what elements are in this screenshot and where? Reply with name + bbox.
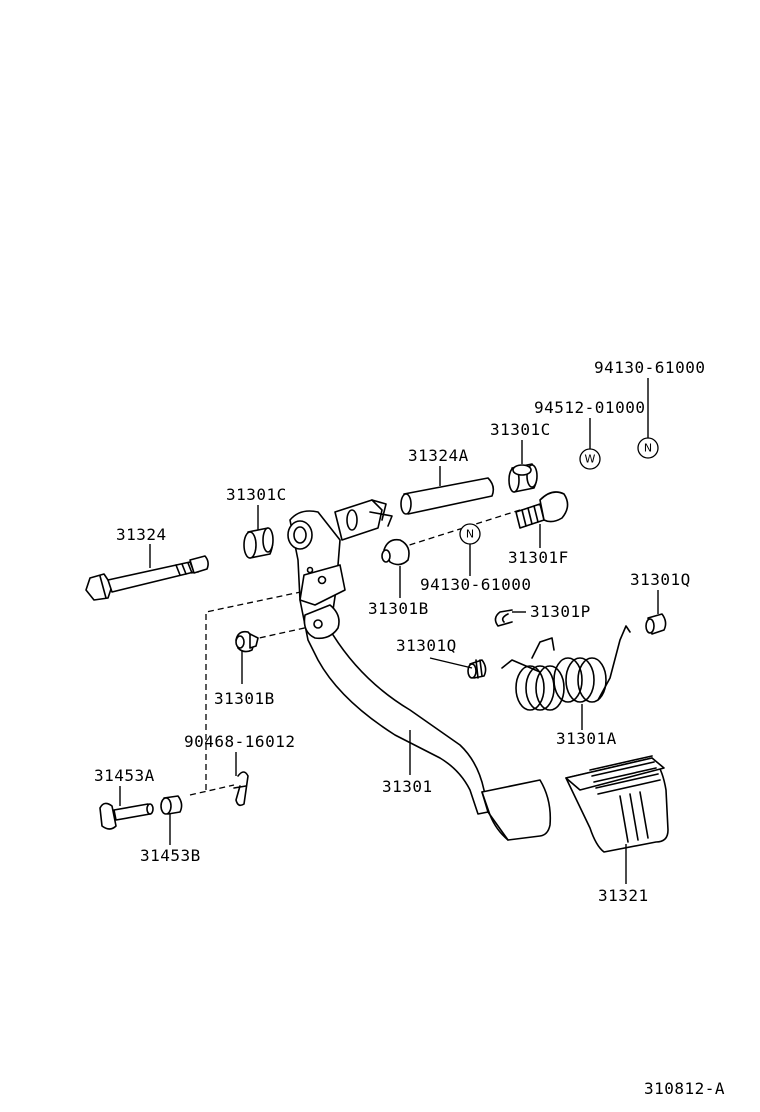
label-31301B-bottom: 31301B [214,689,275,708]
washer-symbol: W [579,448,601,470]
label-94512-01000: 94512-01000 [534,398,645,417]
part-labels: 94130-61000 94512-01000 31301C 31324A 31… [94,358,725,1098]
label-31301A: 31301A [556,729,617,748]
shaft-31324A-icon [400,477,495,515]
label-31301Q-left: 31301Q [396,636,457,655]
cushion-31301B-bottom-icon [235,630,259,653]
diagram-code: 310812-A [644,1079,725,1098]
label-31301F: 31301F [508,548,569,567]
assembly-dashed-lines [189,509,521,796]
label-31453B: 31453B [140,846,201,865]
label-31324A: 31324A [408,446,469,465]
return-spring-31301A-icon [501,625,631,711]
leader-lines [119,378,659,884]
bushing-31301C-right-icon [508,463,538,493]
nut-symbol-top: N [637,437,659,459]
nut-symbol-mid: N [459,523,481,545]
label-31453A: 31453A [94,766,155,785]
label-31324: 31324 [116,525,167,544]
label-31301B-top: 31301B [368,599,429,618]
bolt-31324-icon [85,555,209,601]
pin-clip-90468-16012-icon [233,771,249,807]
label-31301: 31301 [382,777,433,796]
label-31301C-right: 31301C [490,420,551,439]
clip-31301P-icon [494,609,513,627]
label-90468-16012: 90468-16012 [184,732,295,751]
label-94130-61000-top: 94130-61000 [594,358,705,377]
label-31301C-left: 31301C [226,485,287,504]
label-31321: 31321 [598,886,649,905]
pedal-arm-31301-icon [287,499,552,841]
nut-icon: N [466,528,474,541]
pedal-pad-31321-icon [565,755,669,853]
stopper-bolt-31301F-icon [515,491,569,529]
label-31301P: 31301P [530,602,591,621]
cushion-31301Q-left-icon [467,659,487,679]
washer-icon: W [585,453,596,466]
nut-icon: N [644,442,652,455]
label-94130-61000-mid: 94130-61000 [420,575,531,594]
label-31301Q-right: 31301Q [630,570,691,589]
cushion-31301B-top-icon [381,538,410,566]
collar-31453B-icon [160,795,183,815]
pin-31453A-icon [99,802,154,830]
cushion-31301Q-right-icon [645,613,667,635]
bushing-31301C-left-icon [243,527,274,559]
